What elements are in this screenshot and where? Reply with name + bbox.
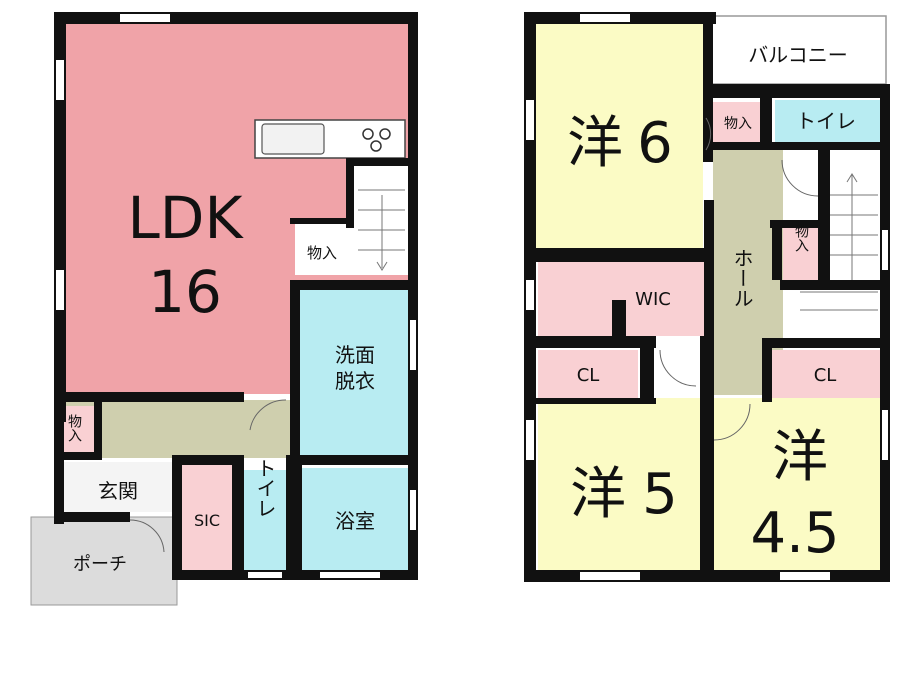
hall-label: ホール [730,248,754,308]
bedroom-6-size: 6 [637,111,673,176]
toilet-1f-area [244,470,286,570]
toilet-1f-label: トイレ [253,458,277,518]
sink-icon [261,123,325,155]
bedroom-5-name: 洋 [570,462,626,527]
storage-2f-stairs-label: 物入 [793,224,809,252]
wash-room [300,288,408,455]
door-swing [659,349,697,387]
door-swing [129,519,165,553]
bedroom-45-size: 4.5 [750,501,839,566]
door-swing [705,117,712,151]
stairs-2f [800,173,878,311]
entrance-area [62,462,174,512]
bedroom-5 [538,398,704,570]
stair-area-1f [352,165,408,275]
door-swing [249,399,287,431]
floor-2: バルコニー 洋 6 物入 トイレ 物入 WIC ホール CL CL 洋 5 洋 … [524,12,890,582]
storage-label-corridor: 物入 [66,414,82,442]
wash-label-2: 脱衣 [335,369,375,393]
bedroom-45-name: 洋 [772,425,828,490]
bath-area [302,468,408,570]
stove-icon [362,128,374,140]
storage-corridor [62,406,94,456]
storage-2f-top [710,102,760,144]
bath-label: 浴室 [335,509,375,533]
stairs-1f [358,189,405,271]
storage-label-1f: 物入 [307,244,337,262]
bedroom-6-name: 洋 [567,111,623,176]
closet-left [538,350,638,398]
windows-2f [526,14,888,580]
bedroom-5-size: 5 [642,462,678,527]
porch-area [30,516,178,606]
closet-left-label: CL [577,365,600,386]
balcony-label: バルコニー [748,43,848,67]
floor-1: LDK 16 物入 物入 洗面 脱衣 玄関 SIC トイレ 浴室 ポーチ [30,12,418,606]
closet-right-label: CL [814,365,837,386]
wash-label-1: 洗面 [335,343,375,367]
door-swing [781,159,819,197]
entrance-label: 玄関 [98,479,138,503]
storage-2f-stairs [783,225,819,280]
stove-icon [379,128,391,140]
sic-label: SIC [194,511,220,530]
windows-1f [56,14,416,578]
door-swing [713,403,751,441]
closet-right [770,350,882,398]
bedroom-6 [535,22,703,250]
porch-label: ポーチ [73,554,127,575]
toilet-2f-label: トイレ [796,109,856,133]
storage-1f-area [295,222,352,275]
storage-2f-top-label: 物入 [724,116,752,132]
sic-area [180,462,234,570]
stove-icon [370,140,382,152]
wic-label: WIC [635,289,671,310]
ldk-name-label: LDK [127,184,244,252]
toilet-2f-area [775,100,883,142]
ldk-size-label: 16 [148,258,222,326]
